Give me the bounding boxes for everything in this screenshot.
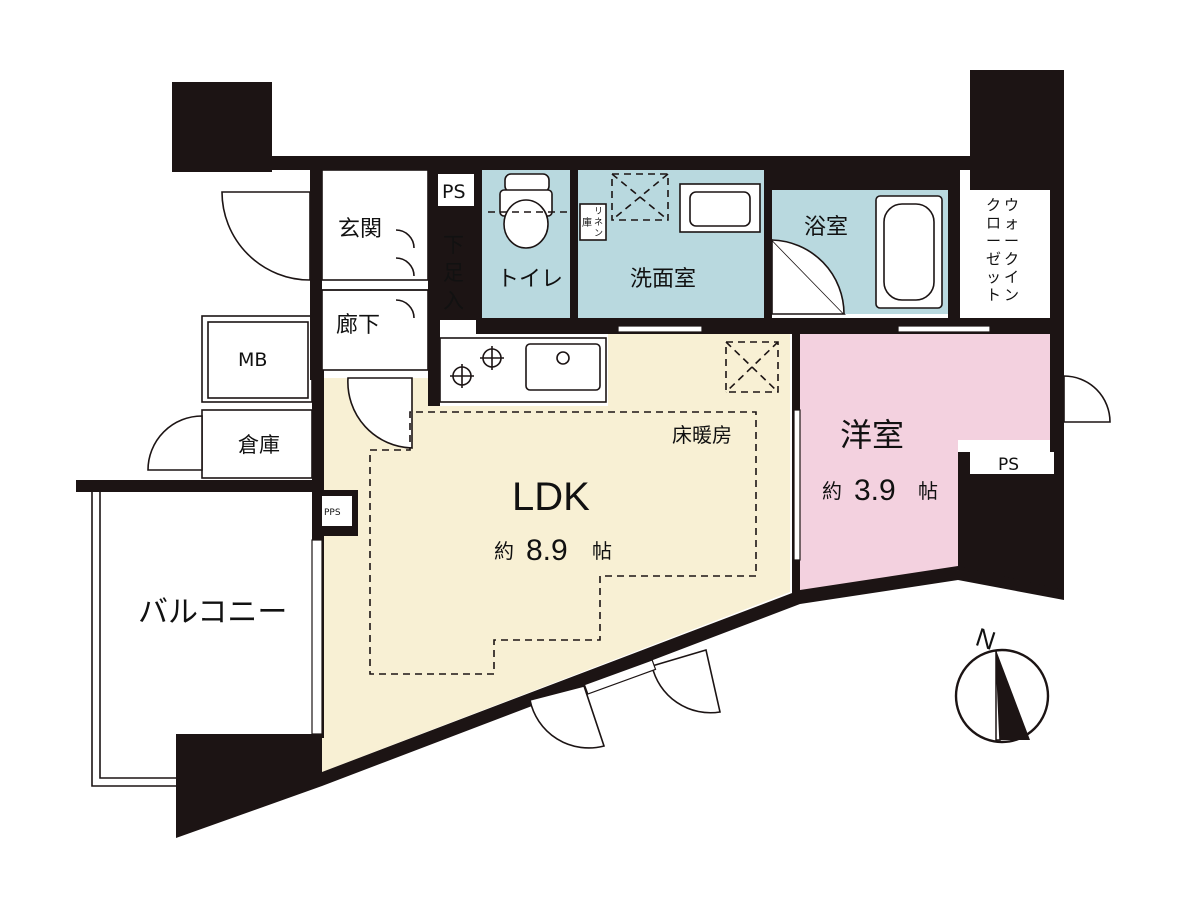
- svg-text:ゼ: ゼ: [986, 250, 1001, 268]
- label-mb: MB: [238, 349, 267, 371]
- balcony-rail-inner: [99, 492, 176, 779]
- shoe-closet-door-2: [395, 257, 415, 277]
- sink-drain: [556, 351, 570, 365]
- label-genkan: 玄関: [338, 217, 382, 242]
- ps-right-box: [970, 452, 1054, 474]
- top-wall: [272, 156, 1064, 170]
- label-senmenshitsu: 洗面室: [630, 267, 696, 292]
- kitchen-sink: [525, 343, 601, 391]
- label-ldk: LDK: [512, 475, 590, 519]
- mb-inner: [207, 321, 309, 399]
- svg-text:ー: ー: [986, 232, 1001, 250]
- western-room-floor: [800, 334, 1054, 604]
- label-yokushitsu: 浴室: [804, 215, 848, 240]
- svg-text:ォ: ォ: [1004, 214, 1019, 232]
- mb-door: [147, 415, 203, 471]
- western-top-sash: [897, 325, 991, 333]
- linen-cabinet: [579, 203, 607, 241]
- western-room-door: [1063, 375, 1111, 423]
- label-geta-1: 下: [443, 233, 464, 257]
- pillar-top-right: [970, 70, 1064, 190]
- label-geta-3: 入: [443, 289, 464, 313]
- label-ps-right: PS: [998, 455, 1019, 475]
- label-ldk-prefix: 約: [494, 539, 514, 563]
- kitchen-left-wall: [428, 320, 440, 406]
- mb-closet: [201, 315, 313, 403]
- label-youshitsu-unit: 帖: [918, 479, 938, 503]
- corridor: [321, 289, 429, 371]
- label-pps: PPS: [324, 508, 341, 518]
- bathroom-door-arc: [771, 239, 845, 315]
- genkan-closet: [321, 169, 429, 281]
- bathtub-inner: [883, 203, 935, 301]
- label-toilet: トイレ: [497, 267, 563, 292]
- label-floor-heating: 床暖房: [672, 423, 732, 447]
- pps-inner: [322, 496, 352, 526]
- svg-text:ト: ト: [986, 286, 1001, 304]
- toilet-bowl: [503, 199, 549, 249]
- fridge-space: [725, 341, 779, 393]
- corridor-door: [395, 299, 415, 319]
- label-ps-top: PS: [442, 181, 466, 203]
- ldk-window-sash: [583, 659, 657, 695]
- laundry-space: [611, 173, 669, 221]
- label-linen-3: ン: [594, 229, 603, 239]
- pillar-bottom-left: [176, 734, 322, 838]
- balcony-sash: [311, 539, 323, 735]
- label-souko: 倉庫: [238, 433, 280, 457]
- svg-text:ン: ン: [1004, 286, 1019, 304]
- svg-text:ク: ク: [986, 196, 1001, 214]
- svg-text:イ: イ: [1004, 268, 1019, 286]
- pillar-bottom-right: [958, 452, 1064, 596]
- shoe-closet-door-1: [395, 229, 415, 249]
- ldk-window-door-right: [651, 648, 721, 714]
- floor-heating-area: [369, 411, 757, 675]
- label-youshitsu: 洋室: [840, 416, 904, 454]
- label-youshitsu-prefix: 約: [822, 479, 842, 503]
- svg-text:ロ: ロ: [986, 214, 1001, 232]
- label-ldk-unit: 帖: [592, 539, 612, 563]
- svg-text:ッ: ッ: [986, 268, 1001, 286]
- svg-text:ウ: ウ: [1004, 196, 1019, 214]
- balcony-top-wall: [76, 480, 320, 492]
- label-linen-ko: 庫: [582, 216, 592, 229]
- entrance-left-wall: [310, 170, 322, 380]
- entrance-door: [221, 191, 311, 281]
- laundry-x2: [611, 173, 669, 221]
- pillar-top-left: [172, 82, 272, 172]
- svg-text:ク: ク: [1004, 250, 1019, 268]
- ps-top-box: [438, 174, 474, 206]
- balcony-rail: [91, 492, 176, 787]
- label-geta-2: 足: [443, 261, 464, 285]
- ldk-floor: [322, 334, 790, 772]
- label-ldk-size: 8.9: [526, 534, 568, 567]
- label-rouka: 廊下: [336, 313, 380, 338]
- wash-bath-divider: [764, 170, 772, 320]
- western-left-sash: [793, 409, 801, 561]
- label-linen-2: ネ: [594, 217, 603, 228]
- toilet-wash-divider: [570, 170, 578, 320]
- fridge-x2: [725, 341, 779, 393]
- label-balcony: バルコニー: [138, 595, 287, 630]
- svg-text:ー: ー: [1004, 232, 1019, 250]
- vanity-basin: [689, 191, 751, 227]
- north-arrow-icon: N: [954, 622, 1050, 744]
- wash-ldk-sash: [617, 325, 703, 333]
- bath-top-wall: [772, 170, 948, 190]
- label-youshitsu-size: 3.9: [854, 474, 896, 507]
- label-linen-1: リ: [594, 207, 603, 217]
- label-walkin-closet: ウ ォ ー ク イ ン ク ロ ー ゼ ッ ト: [986, 196, 1019, 304]
- ldk-window-door-left: [529, 685, 606, 749]
- bath-closet-divider: [948, 170, 960, 320]
